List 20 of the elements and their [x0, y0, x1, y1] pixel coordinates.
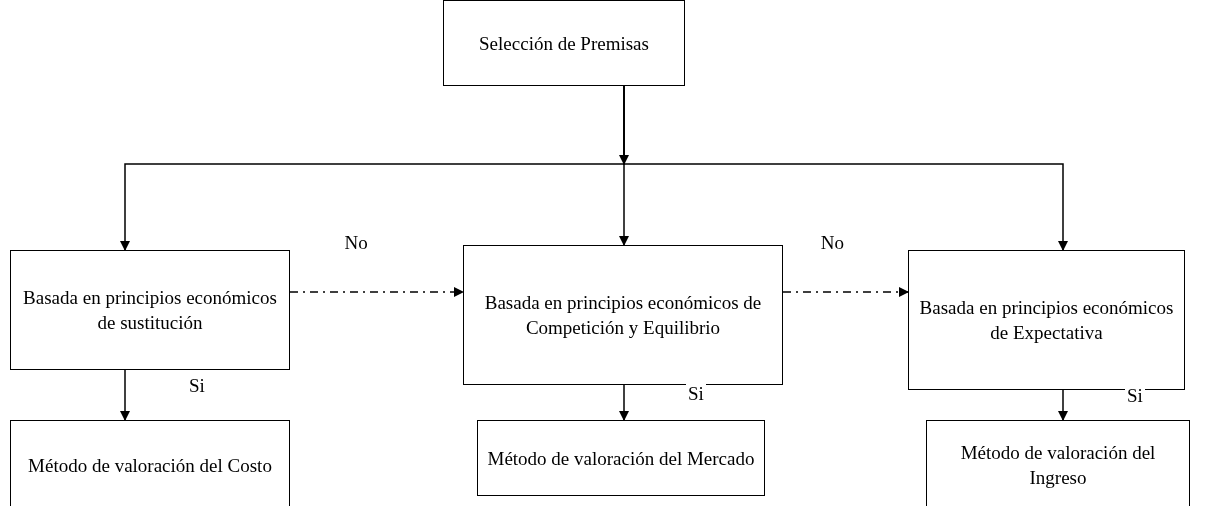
arrow: [619, 384, 629, 421]
node-text: Basada en principios económicos de sustitución: [22, 286, 278, 335]
dash-dot-arrow: [782, 287, 909, 297]
node-text: Basada en principios económicos de Competición y Equilibrio: [483, 291, 763, 340]
arrow: [120, 369, 130, 421]
node-text: Método de valoración del Mercado: [486, 446, 756, 471]
node-text: Método de valoración del Ingreso: [959, 441, 1157, 490]
process-box: [10, 420, 290, 506]
node-text: Basada en principios económicos de Expectativa: [918, 296, 1175, 345]
process-box: [477, 420, 765, 496]
dash-dot-arrow: [289, 287, 464, 297]
process-box: [926, 420, 1190, 506]
arrow: [623, 85, 1068, 251]
node-text: Método de valoración del Costo: [27, 453, 273, 478]
process-box: [443, 0, 685, 86]
process-box: [10, 250, 290, 370]
process-box: [908, 250, 1185, 390]
process-box: [463, 245, 783, 385]
arrow: [1058, 389, 1068, 421]
node-text: Selección de Premisas: [478, 31, 650, 56]
